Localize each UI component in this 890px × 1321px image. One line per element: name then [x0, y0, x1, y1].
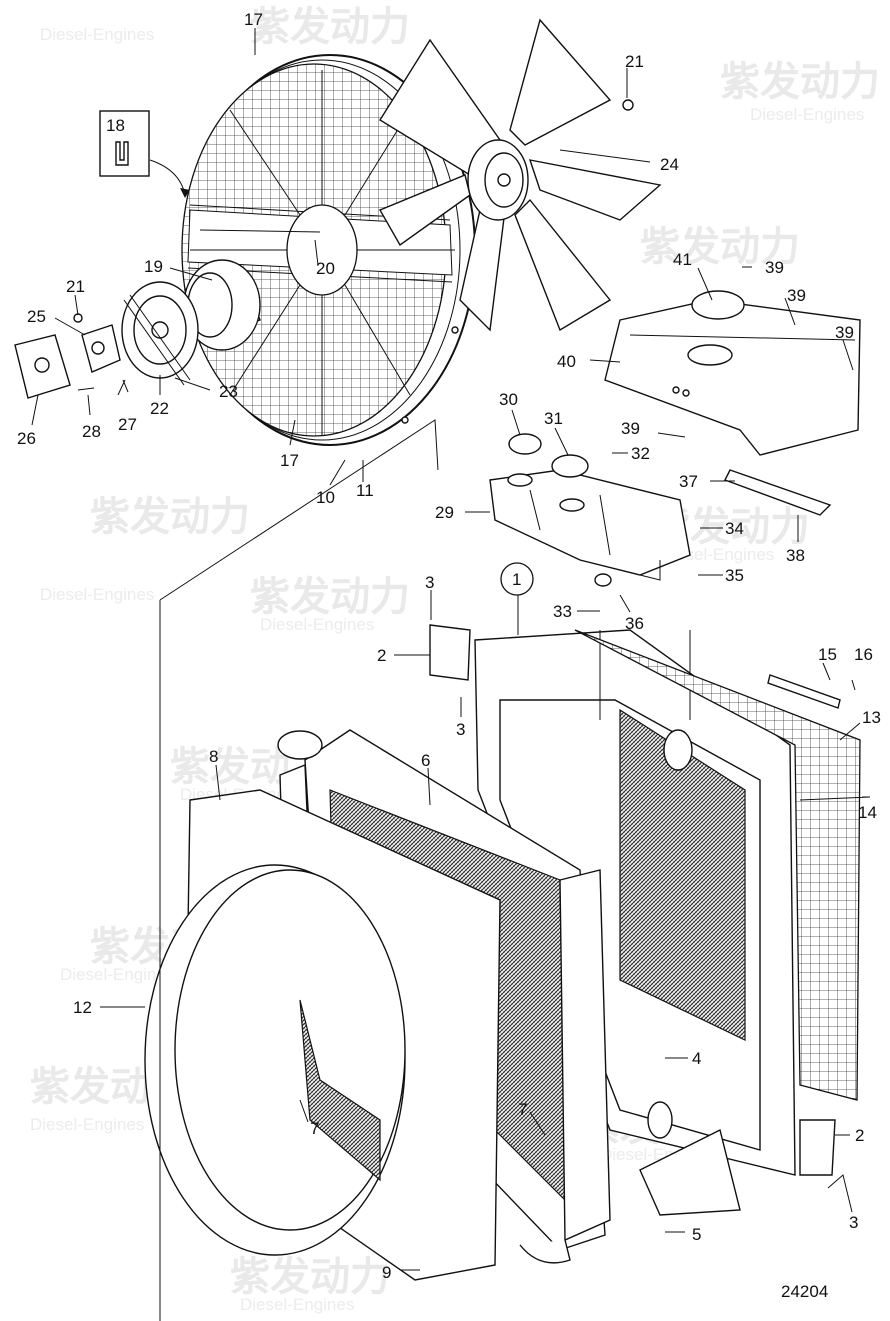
- callout-7-left: 7: [310, 1119, 319, 1138]
- callout-3-bottom: 3: [849, 1213, 858, 1232]
- fan-drive-assembly: [14, 229, 321, 399]
- lower-mount: [639, 1128, 741, 1216]
- inset-label: 18: [106, 116, 125, 135]
- callout-15: 15: [818, 645, 837, 664]
- callout-3-top: 3: [425, 573, 434, 592]
- callout-4: 4: [692, 1049, 701, 1068]
- watermark-sub: Diesel-Engines: [60, 965, 174, 984]
- watermark-brand: 紫发动力: [250, 5, 410, 49]
- watermark-sub: Diesel-Engines: [750, 105, 864, 124]
- callout-29: 29: [435, 503, 454, 522]
- mesh-screen: [574, 629, 861, 1101]
- callout-35: 35: [725, 566, 744, 585]
- watermark-brand: 紫发动力: [640, 225, 800, 269]
- callout-26: 26: [17, 429, 36, 448]
- callout-33: 33: [553, 602, 572, 621]
- callout-13: 13: [862, 708, 881, 727]
- part-callouts: 17 21 24 19 20 41 39 39 39 40 21 25 23 2…: [17, 10, 881, 1282]
- watermark-sub: Diesel-Engines: [40, 25, 154, 44]
- callout-22: 22: [150, 399, 169, 418]
- callout-10: 10: [316, 488, 335, 507]
- callout-32: 32: [631, 444, 650, 463]
- callout-17-bottom: 17: [280, 451, 299, 470]
- callout-38: 38: [786, 546, 805, 565]
- callout-11: 11: [356, 481, 374, 500]
- callout-5: 5: [692, 1225, 701, 1244]
- callout-34: 34: [725, 519, 744, 538]
- callout-28: 28: [82, 422, 101, 441]
- watermark-brand: 紫发动力: [720, 60, 880, 104]
- callout-12: 12: [73, 998, 92, 1017]
- callout-39-a: 39: [765, 258, 784, 277]
- callout-25: 25: [27, 307, 46, 326]
- cooling-fan: [378, 18, 662, 332]
- watermark-brand: 紫发动力: [230, 1255, 390, 1299]
- callout-16: 16: [854, 645, 873, 664]
- watermark-sub: Diesel-Engines: [30, 1115, 144, 1134]
- fan-guard: [181, 54, 476, 446]
- callout-1: 1: [512, 570, 521, 589]
- callout-36: 36: [625, 614, 644, 633]
- watermark-brand: 紫发动力: [250, 575, 410, 619]
- callout-6: 6: [421, 751, 430, 770]
- callout-9: 9: [382, 1263, 391, 1282]
- callout-41: 41: [673, 250, 692, 269]
- callout-21-top: 21: [625, 52, 644, 71]
- callout-24: 24: [660, 155, 679, 174]
- callout-27: 27: [118, 415, 137, 434]
- callout-39-b: 39: [787, 286, 806, 305]
- callout-19: 19: [144, 257, 163, 276]
- callout-30: 30: [499, 390, 518, 409]
- callout-21-left: 21: [66, 277, 85, 296]
- watermark-sub: Diesel-Engines: [240, 1295, 354, 1314]
- radiator-frame: [429, 624, 796, 1176]
- support-strap: [767, 674, 841, 709]
- callout-14: 14: [858, 803, 877, 822]
- mounting-bracket: [799, 1119, 836, 1176]
- callout-7-right: 7: [518, 1100, 527, 1119]
- top-cover: [604, 290, 861, 456]
- tank-bracket: [724, 469, 832, 516]
- callout-8: 8: [209, 747, 218, 766]
- callout-39-d: 39: [621, 419, 640, 438]
- callout-37: 37: [679, 472, 698, 491]
- expansion-tank: [489, 433, 691, 587]
- callout-31: 31: [544, 409, 563, 428]
- callout-23: 23: [219, 382, 238, 401]
- watermark-sub: Diesel-Engines: [260, 615, 374, 634]
- callout-40: 40: [557, 352, 576, 371]
- watermark-sub: Diesel-Engines: [40, 585, 154, 604]
- clip-inset: 18: [99, 110, 190, 198]
- callout-17-top: 17: [244, 10, 263, 29]
- watermark-brand: 紫发动力: [90, 495, 250, 539]
- fan-shroud: [144, 789, 501, 1281]
- figure-number: 24204: [781, 1282, 828, 1301]
- callout-39-c: 39: [835, 323, 854, 342]
- leader-lines: [31, 28, 871, 1321]
- callout-3-mid: 3: [456, 720, 465, 739]
- callout-1-circle: 1: [500, 562, 534, 596]
- callout-2-top: 2: [377, 646, 386, 665]
- callout-20: 20: [316, 259, 335, 278]
- callout-2-bottom: 2: [855, 1126, 864, 1145]
